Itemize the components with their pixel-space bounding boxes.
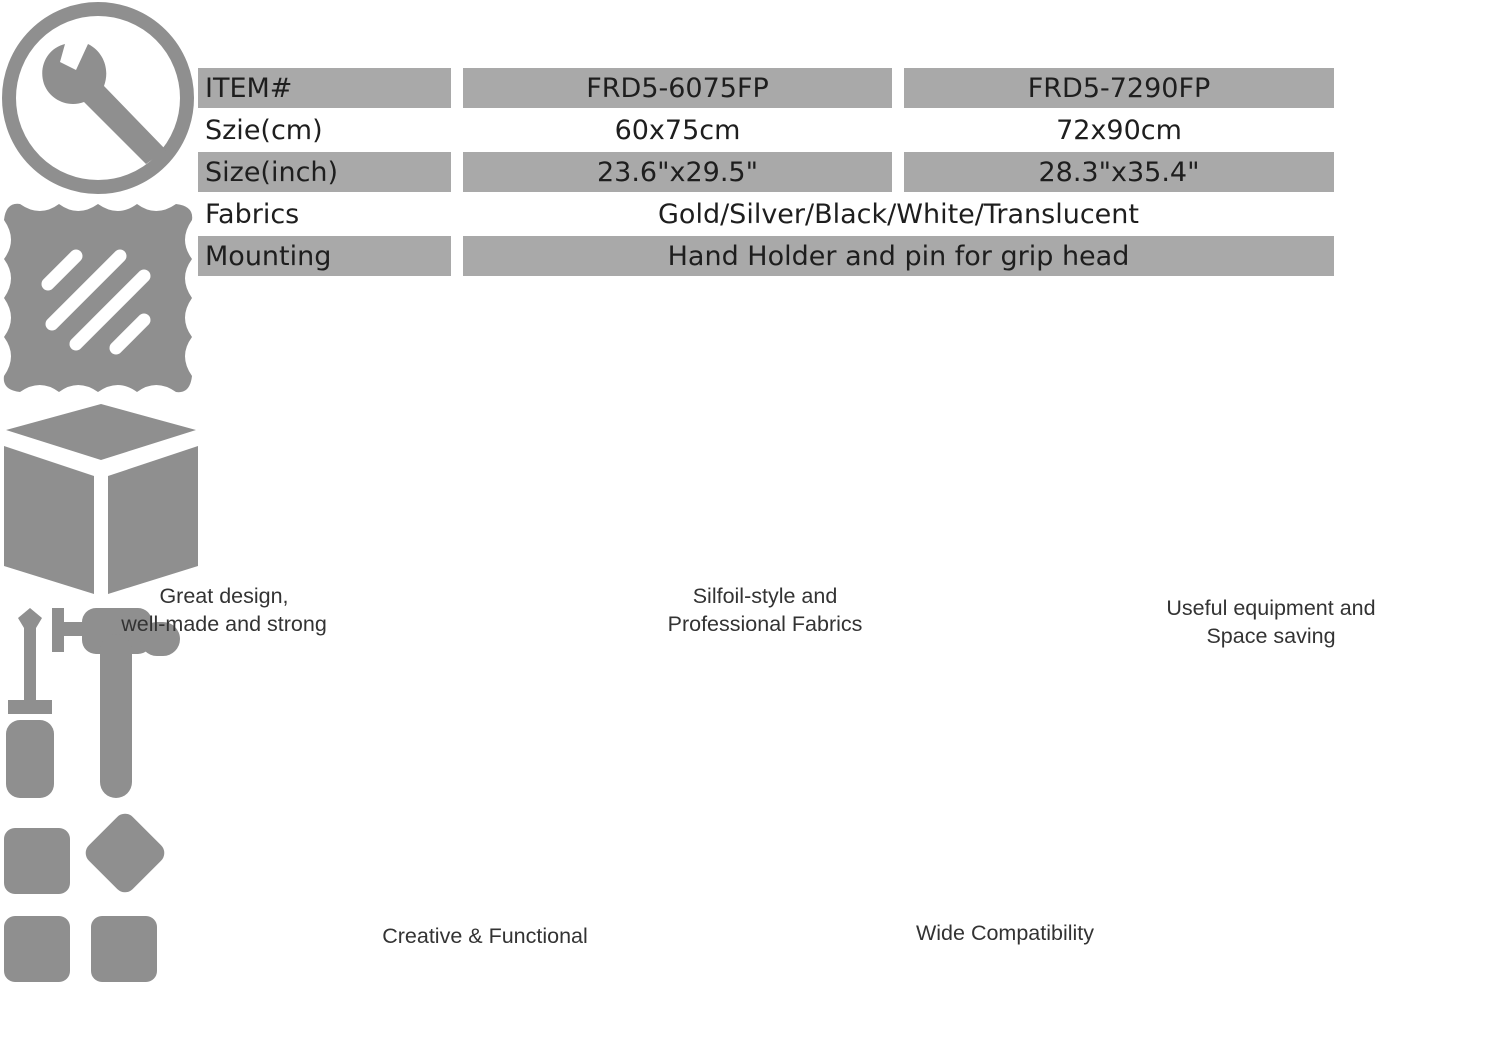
feature-caption: Space saving	[1206, 624, 1336, 648]
row-label: Size(inch)	[198, 152, 451, 192]
table-row: Fabrics Gold/Silver/Black/White/Transluc…	[198, 193, 1334, 235]
tools-icon	[6, 608, 180, 798]
table-cell: FRD5-6075FP	[463, 68, 892, 108]
row-label: Szie(cm)	[205, 114, 323, 146]
row-label: ITEM#	[198, 68, 451, 108]
table-cell: 60x75cm	[614, 114, 741, 146]
feature-design: Great design, well-made and strong	[0, 0, 1500, 636]
table-row: Mounting Hand Holder and pin for grip he…	[198, 235, 1334, 277]
feature-space-saving: Useful equipment and Space saving	[0, 400, 1500, 648]
table-cell: 72x90cm	[1056, 114, 1182, 146]
spec-table: ITEM# FRD5-6075FP FRD5-7290FP Szie(cm) 6…	[198, 67, 1334, 277]
row-label: Fabrics	[205, 198, 300, 230]
feature-caption: Wide Compatibility	[915, 921, 1095, 945]
feature-caption: well-made and strong	[121, 612, 327, 636]
feature-caption: Great design,	[159, 584, 289, 608]
table-cell: 28.3"x35.4"	[904, 152, 1334, 192]
box-icon	[4, 404, 198, 594]
table-cell: 23.6"x29.5"	[463, 152, 892, 192]
feature-creative: Creative & Functional	[0, 604, 1500, 948]
table-row: Szie(cm) 60x75cm 72x90cm	[198, 109, 1334, 151]
feature-caption: Creative & Functional	[382, 924, 588, 948]
table-cell: Hand Holder and pin for grip head	[463, 236, 1334, 276]
apps-grid-icon	[4, 813, 165, 982]
row-label: Mounting	[198, 236, 451, 276]
table-row: Size(inch) 23.6"x29.5" 28.3"x35.4"	[198, 151, 1334, 193]
feature-caption: Professional Fabrics	[667, 612, 863, 636]
table-cell: Gold/Silver/Black/White/Translucent	[658, 198, 1139, 230]
table-cell: FRD5-7290FP	[904, 68, 1334, 108]
feature-caption: Useful equipment and	[1166, 596, 1376, 620]
feature-caption: Silfoil-style and	[692, 584, 838, 608]
table-row: ITEM# FRD5-6075FP FRD5-7290FP	[198, 67, 1334, 109]
fabric-swatch-icon	[3, 203, 193, 393]
feature-compatibility: Wide Compatibility	[0, 808, 1500, 992]
feature-fabrics: Silfoil-style and Professional Fabrics	[0, 200, 1500, 636]
wrench-icon	[2, 2, 194, 194]
